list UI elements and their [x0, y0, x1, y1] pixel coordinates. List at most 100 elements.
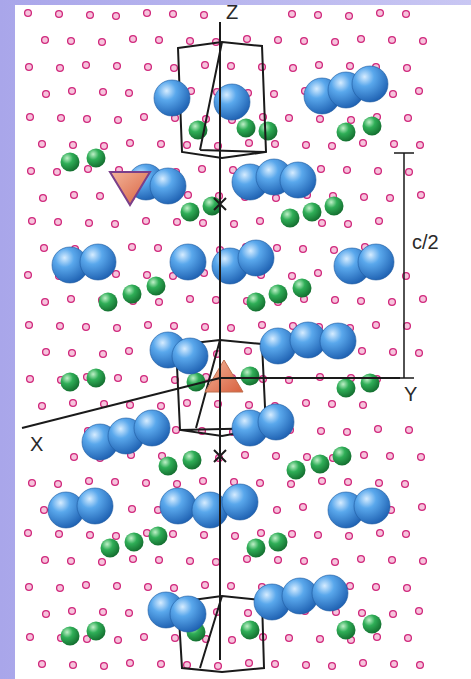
small-atom: [288, 481, 295, 488]
small-atom: [141, 114, 148, 121]
small-atom: [43, 611, 50, 618]
small-atom: [315, 270, 322, 277]
medium-atom: [361, 374, 380, 393]
medium-atom: [237, 119, 256, 138]
medium-atom: [325, 197, 344, 216]
small-atom: [57, 585, 64, 592]
small-atom: [244, 556, 251, 563]
small-atom: [373, 322, 380, 329]
small-atom: [391, 661, 398, 668]
axis-label: Z: [226, 2, 238, 22]
small-atom: [417, 662, 424, 669]
large-atom: [280, 162, 316, 198]
dimension-bracket: [394, 153, 414, 378]
small-atom: [375, 168, 382, 175]
small-atom: [54, 169, 61, 176]
large-atom: [222, 484, 258, 520]
small-atom: [231, 221, 238, 228]
small-atom: [172, 635, 179, 642]
small-atom: [403, 11, 410, 18]
large-atom: [358, 244, 394, 280]
small-atom: [416, 88, 423, 95]
large-atom: [154, 80, 190, 116]
small-atom: [69, 350, 76, 357]
small-atom: [213, 297, 220, 304]
small-atom: [70, 142, 77, 149]
small-atom: [171, 585, 178, 592]
small-atom: [200, 220, 207, 227]
small-atom: [202, 582, 209, 589]
x-axis: [22, 378, 220, 428]
medium-atom: [287, 461, 306, 480]
small-atom: [406, 169, 413, 176]
small-atom: [114, 325, 121, 332]
small-atom: [345, 479, 352, 486]
small-atom: [301, 38, 308, 45]
small-atom: [419, 504, 426, 511]
medium-atom: [337, 379, 356, 398]
small-atom: [99, 559, 106, 566]
small-atom: [246, 660, 253, 667]
small-atom: [246, 402, 253, 409]
small-atom: [155, 245, 162, 252]
small-atom: [360, 140, 367, 147]
medium-atom: [363, 117, 382, 136]
small-atom: [416, 350, 423, 357]
medium-atom: [181, 203, 200, 222]
medium-atom: [125, 533, 144, 552]
large-atom: [238, 240, 274, 276]
small-atom: [199, 166, 206, 173]
medium-atom: [159, 457, 178, 476]
small-atom: [391, 141, 398, 148]
small-atom: [390, 91, 397, 98]
small-atom: [42, 299, 49, 306]
small-atom: [405, 115, 412, 122]
small-atom: [158, 661, 165, 668]
medium-atom: [363, 615, 382, 634]
medium-atom: [269, 533, 288, 552]
small-atom: [114, 583, 121, 590]
small-atom: [41, 245, 48, 252]
small-atom: [158, 403, 165, 410]
small-atom: [187, 558, 194, 565]
small-atom: [245, 610, 252, 617]
small-atom: [156, 37, 163, 44]
small-atom: [144, 272, 151, 279]
small-atom: [200, 478, 207, 485]
small-atom: [202, 62, 209, 69]
small-atom: [29, 218, 36, 225]
small-atom: [70, 400, 77, 407]
large-atom: [354, 488, 390, 524]
large-atom: [77, 488, 113, 524]
small-atom: [171, 323, 178, 330]
large-atom: [258, 404, 294, 440]
small-atom: [275, 557, 282, 564]
medium-atom: [311, 455, 330, 474]
small-atom: [41, 507, 48, 514]
small-atom: [201, 532, 208, 539]
large-atom: [170, 596, 206, 632]
small-atom: [86, 220, 93, 227]
medium-atom: [183, 451, 202, 470]
small-atom: [101, 143, 108, 150]
panel-ground: [15, 5, 471, 679]
small-atom: [319, 478, 326, 485]
small-atom: [390, 611, 397, 618]
small-atom: [389, 299, 396, 306]
small-atom: [126, 90, 133, 97]
small-atom: [85, 166, 92, 173]
small-atom: [126, 348, 133, 355]
small-atom: [375, 426, 382, 433]
small-atom: [332, 559, 339, 566]
small-atom: [145, 322, 152, 329]
small-atom: [83, 582, 90, 589]
small-atom: [145, 64, 152, 71]
small-atom: [390, 349, 397, 356]
small-atoms: [25, 10, 427, 670]
small-atom: [56, 531, 63, 538]
small-atom: [377, 10, 384, 17]
small-atom: [344, 429, 351, 436]
small-atom: [27, 376, 34, 383]
small-atom: [271, 91, 278, 98]
